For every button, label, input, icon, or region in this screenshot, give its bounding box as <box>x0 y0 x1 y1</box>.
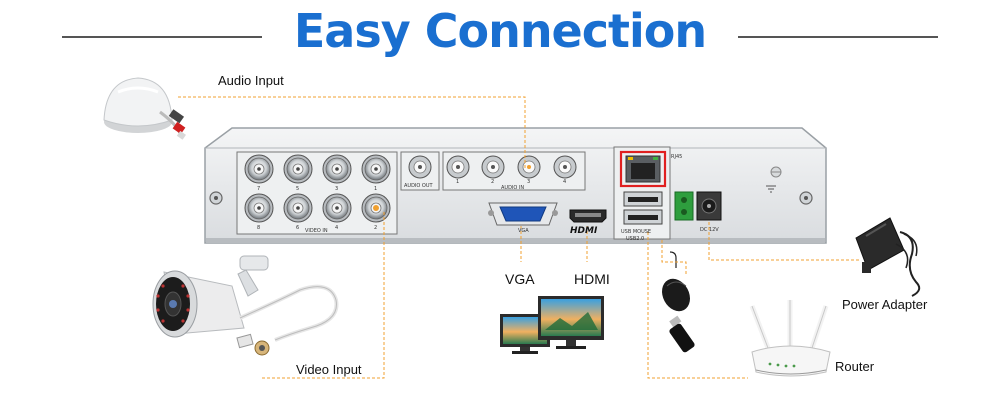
monitor-icon <box>500 296 604 354</box>
audio-in-number-1: 2 <box>491 179 494 185</box>
dc-power-jack <box>696 191 722 221</box>
audio-out-panel <box>400 151 440 191</box>
rca-connector <box>446 155 470 179</box>
hdmi-port <box>569 209 607 223</box>
bnc-connector <box>283 193 313 223</box>
video-number-top-3: 1 <box>374 186 377 192</box>
audio-in-number-2: 3 <box>527 179 530 185</box>
rca-connector <box>517 155 541 179</box>
audio-input-label: Audio Input <box>218 73 284 88</box>
video-number-top-2: 3 <box>335 186 338 192</box>
video-number-bottom-1: 6 <box>296 225 299 231</box>
usb-drive-icon <box>669 315 695 353</box>
video-number-top-1: 5 <box>296 186 299 192</box>
power-adapter-label: Power Adapter <box>842 297 928 312</box>
rs485-terminal <box>674 191 694 221</box>
audio-in-number-3: 4 <box>563 179 566 185</box>
bullet-camera-icon <box>152 255 339 356</box>
rca-connector-row <box>446 155 577 179</box>
hdmi-logo-label: HDMI <box>570 226 598 236</box>
microphone-icon <box>103 77 186 140</box>
router-label: Router <box>835 359 875 374</box>
vga-label: VGA <box>505 271 535 287</box>
page-title: Easy Connection <box>293 4 707 58</box>
video-number-bottom-2: 4 <box>335 225 338 231</box>
video-number-top-0: 7 <box>257 186 260 192</box>
router-icon <box>749 300 831 377</box>
video-number-bottom-3: 2 <box>374 225 377 231</box>
rca-connector <box>553 155 577 179</box>
bnc-connector <box>322 193 352 223</box>
bnc-connector <box>322 154 352 184</box>
power-adapter-icon <box>855 217 921 297</box>
audio-out-label: AUDIO OUT <box>404 183 434 189</box>
lan-usb-panel <box>613 146 671 240</box>
bnc-connector <box>244 154 274 184</box>
mouse-icon <box>662 251 690 312</box>
dc12v-label: DC 12V <box>700 227 719 233</box>
rca-connector <box>481 155 505 179</box>
usb-mouse-label: USB MOUSE <box>621 229 651 235</box>
usb2-label: USB2.0 <box>626 236 644 242</box>
vga-port-label: VGA <box>518 228 529 234</box>
audio-in-label: AUDIO IN <box>501 185 524 191</box>
bnc-connector <box>244 193 274 223</box>
video-in-label: VIDEO IN <box>305 228 328 234</box>
video-number-bottom-0: 8 <box>257 225 260 231</box>
vga-port <box>488 202 558 226</box>
bnc-connector-grid <box>244 154 391 223</box>
title-rule-left <box>62 36 262 38</box>
rj45-label: RJ45 <box>671 154 682 160</box>
audio-in-number-0: 1 <box>456 179 459 185</box>
connector-lines <box>178 96 860 379</box>
bnc-connector <box>361 154 391 184</box>
video-input-label: Video Input <box>296 362 362 377</box>
bnc-connector <box>361 193 391 223</box>
hdmi-label: HDMI <box>574 271 610 287</box>
title-rule-right <box>738 36 938 38</box>
bnc-connector <box>283 154 313 184</box>
